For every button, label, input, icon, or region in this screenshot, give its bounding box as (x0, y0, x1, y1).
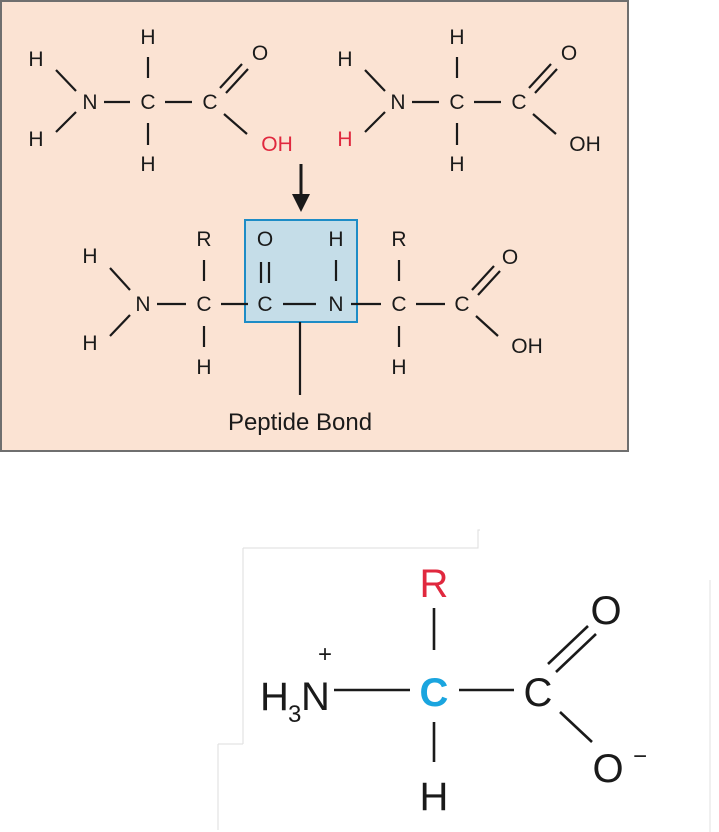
bond (365, 70, 385, 91)
peptide-reaction: H H N H C C H O OH H H N H (28, 26, 600, 436)
frame-edge (243, 530, 480, 548)
atom-h-bottom-left-product: H (196, 356, 211, 379)
atom-r-right: R (391, 228, 406, 251)
atom-o-double: O (590, 589, 621, 633)
atom-r-zwitterion: R (420, 562, 449, 606)
double-bond (226, 69, 248, 93)
atom-h3-subscript: 3 (288, 701, 301, 728)
atom-n-right: N (390, 91, 405, 114)
atom-h-zwitterion: H (420, 775, 449, 819)
atom-h-bottom-right: H (449, 153, 464, 176)
atom-r-left: R (196, 228, 211, 251)
atom-h-n-upper: H (82, 245, 97, 268)
atom-oh-right: OH (569, 133, 601, 156)
atom-o-terminal: O (502, 246, 518, 269)
atom-ca-right-product: C (391, 293, 406, 316)
double-bond (220, 64, 242, 88)
atom-h-amide: H (328, 228, 343, 251)
atom-oh-terminal: OH (511, 335, 543, 358)
double-bond (548, 626, 588, 664)
double-bond (535, 69, 557, 93)
zwitterion-structure: R H 3 N + C C O O − H (218, 530, 710, 832)
atom-h-top-left: H (140, 26, 155, 49)
atom-c-zwitterion: C (524, 671, 553, 715)
atom-n-left-product: N (135, 293, 150, 316)
atom-n-amide: N (328, 293, 343, 316)
atom-o-single: O (592, 747, 623, 791)
atom-ca-zwitterion: C (420, 671, 449, 715)
bond (533, 114, 556, 134)
bond (560, 712, 592, 742)
atom-h3: H (260, 675, 289, 719)
atom-h-n-upper-right: H (337, 48, 352, 71)
bond (56, 70, 76, 91)
bond (110, 315, 130, 336)
reactant-left: H H N H C C H O OH (28, 26, 292, 176)
bond (56, 112, 76, 132)
atom-ca-right: C (449, 91, 464, 114)
double-bond (472, 266, 494, 290)
atom-n-left: N (82, 91, 97, 114)
atom-o-right: O (561, 42, 577, 65)
atom-ca-left: C (140, 91, 155, 114)
bond (110, 268, 130, 290)
atom-h-top-right: H (449, 26, 464, 49)
atom-o-left: O (252, 42, 268, 65)
dipeptide: R H N H C H O C H N R C H (82, 220, 542, 436)
atom-c-right: C (511, 91, 526, 114)
atom-h-n-lower-right: H (337, 128, 352, 151)
atom-ca-left-product: C (196, 293, 211, 316)
bond (224, 114, 247, 134)
atom-h-bottom-right-product: H (391, 356, 406, 379)
double-bond (478, 271, 500, 295)
atom-h-bottom-left: H (140, 153, 155, 176)
bond (365, 112, 385, 132)
atom-h-n-upper-left: H (28, 48, 43, 71)
double-bond (556, 634, 596, 672)
atom-h-n-lower: H (82, 332, 97, 355)
double-bond (529, 64, 551, 88)
atom-oh-left: OH (261, 133, 293, 156)
atom-c-terminal: C (454, 293, 469, 316)
atom-c-left: C (202, 91, 217, 114)
reactant-right: H H N H C C H O OH (337, 26, 600, 176)
atom-n-zwitterion: N (301, 675, 330, 719)
charge-minus: − (633, 743, 647, 770)
atom-h-n-lower-left: H (28, 128, 43, 151)
atom-o-carbonyl: O (257, 228, 273, 251)
charge-plus: + (318, 641, 332, 668)
down-arrow-icon (292, 164, 310, 212)
bond (476, 316, 498, 336)
atom-c-carbonyl: C (257, 293, 272, 316)
peptide-bond-label: Peptide Bond (228, 409, 372, 436)
